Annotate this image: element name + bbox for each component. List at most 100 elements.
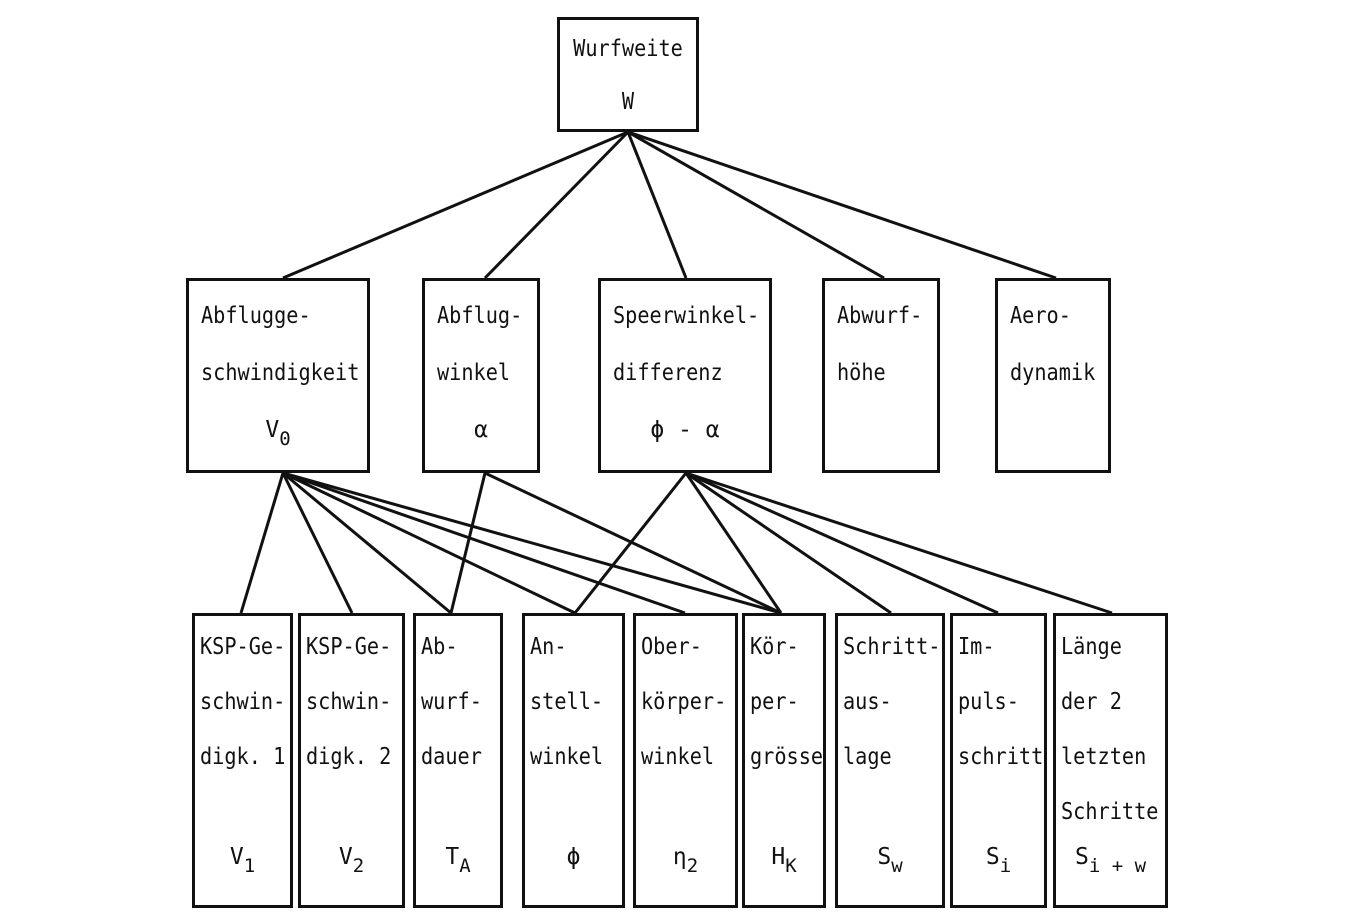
level2-symbol: η2 xyxy=(636,844,735,879)
connector-line xyxy=(685,471,1113,615)
level2-node-4: An-stell-winkel ϕ xyxy=(522,613,625,908)
level2-label-line: Schritte xyxy=(1061,799,1159,825)
connector-line xyxy=(626,131,688,279)
level2-symbol-subscript: i xyxy=(999,855,1012,877)
level2-label-line: wurf- xyxy=(421,689,482,715)
level2-label-line: KSP-Ge- xyxy=(306,634,392,660)
level2-node-2: KSP-Ge-schwin-digk. 2 V2 xyxy=(298,613,405,908)
connector-line xyxy=(627,130,1057,280)
level2-node-1: KSP-Ge-schwin-digk. 1 V1 xyxy=(192,613,293,908)
level2-label-line: der 2 xyxy=(1061,689,1122,715)
level1-node-2: Abflug-winkel α xyxy=(422,278,540,473)
root-label-line: W xyxy=(621,89,635,115)
level2-symbol-main: V xyxy=(338,844,353,870)
connector-line xyxy=(449,472,487,614)
level1-symbol: α xyxy=(425,417,537,443)
level2-label-line: dauer xyxy=(421,744,482,770)
level2-label-line: schritt xyxy=(958,744,1044,770)
level2-symbol-main: V xyxy=(229,844,244,870)
level1-symbol-main: α xyxy=(474,417,488,443)
level2-symbol-main: S xyxy=(985,844,1000,870)
level2-symbol-subscript: 2 xyxy=(686,855,699,877)
level2-label-line: Ober- xyxy=(641,634,702,660)
level2-node-5: Ober-körper-winkel η2 xyxy=(633,613,738,908)
level1-label-line: Abwurf- xyxy=(837,303,923,329)
level2-symbol-main: S xyxy=(1074,844,1089,870)
connector-line xyxy=(282,471,782,615)
level2-symbol: Sw xyxy=(838,844,942,879)
level2-label-line: Schritt- xyxy=(843,634,941,660)
level2-symbol: TA xyxy=(416,844,500,879)
level1-label-line: schwindigkeit xyxy=(201,360,360,386)
level2-label-line: grösse xyxy=(750,744,824,770)
level2-symbol-subscript: K xyxy=(785,855,797,877)
connector-line xyxy=(684,472,783,614)
level1-label-line: höhe xyxy=(837,360,886,386)
level2-label-line: digk. 1 xyxy=(200,744,286,770)
level1-label-line: winkel xyxy=(437,360,511,386)
connector-line xyxy=(685,471,999,615)
level2-label-line: schwin- xyxy=(200,689,286,715)
level1-label-line: Abflugge- xyxy=(201,303,311,329)
level2-label-line: Im- xyxy=(958,634,995,660)
level2-label-line: digk. 2 xyxy=(306,744,392,770)
level2-label-line: winkel xyxy=(641,744,715,770)
level2-label-line: stell- xyxy=(530,689,604,715)
level2-label-line: Ab- xyxy=(421,634,458,660)
connector-line xyxy=(484,471,782,615)
level2-label-line: per- xyxy=(750,689,799,715)
connector-line xyxy=(281,472,354,614)
connector-line xyxy=(282,130,629,280)
level2-symbol: V2 xyxy=(301,844,402,879)
level2-symbol-subscript: 2 xyxy=(352,855,365,877)
level2-symbol: HK xyxy=(745,844,823,879)
connector-line xyxy=(627,130,885,280)
level2-symbol-main: S xyxy=(877,844,892,870)
level2-label-line: aus- xyxy=(843,689,892,715)
level1-symbol: V0 xyxy=(189,417,367,452)
level2-symbol-main: ϕ xyxy=(566,844,581,870)
level1-symbol: ϕ - α xyxy=(601,417,769,443)
level2-symbol-main: H xyxy=(771,844,786,870)
level2-symbol-subscript: 1 xyxy=(243,855,256,877)
level2-label-line: winkel xyxy=(530,744,604,770)
level2-label-line: letzten xyxy=(1061,744,1147,770)
level2-symbol-subscript: A xyxy=(459,855,471,877)
level1-node-5: Aero-dynamik xyxy=(995,278,1111,473)
level2-label-line: puls- xyxy=(958,689,1019,715)
connector-line xyxy=(282,471,452,615)
level2-label-line: Kör- xyxy=(750,634,799,660)
level1-label-line: dynamik xyxy=(1010,360,1096,386)
level2-label-line: körper- xyxy=(641,689,727,715)
root-label-line: Wurfweite xyxy=(573,36,683,62)
level2-label-line: KSP-Ge- xyxy=(200,634,286,660)
connector-line xyxy=(483,130,630,280)
level2-label-line: lage xyxy=(843,744,892,770)
level2-symbol-subscript: w xyxy=(891,855,903,877)
level2-symbol: ϕ xyxy=(525,844,622,870)
connector-line xyxy=(685,471,892,615)
level2-label-line: An- xyxy=(530,634,567,660)
level1-symbol-main: V xyxy=(265,417,280,443)
level1-label-line: differenz xyxy=(613,360,723,386)
level2-symbol-subscript: i + w xyxy=(1088,855,1147,877)
level2-symbol-main: T xyxy=(445,844,460,870)
level1-node-4: Abwurf-höhe xyxy=(822,278,940,473)
level1-symbol-main: ϕ - α xyxy=(650,417,720,443)
level2-symbol: Si xyxy=(953,844,1044,879)
level1-label-line: Aero- xyxy=(1010,303,1071,329)
level1-label-line: Abflug- xyxy=(437,303,523,329)
level2-symbol: V1 xyxy=(195,844,290,879)
level2-label-line: schwin- xyxy=(306,689,392,715)
level1-label-line: Speerwinkel- xyxy=(613,303,760,329)
connector-line xyxy=(573,472,688,614)
connector-line xyxy=(239,472,285,614)
level2-symbol-main: η xyxy=(672,844,687,870)
